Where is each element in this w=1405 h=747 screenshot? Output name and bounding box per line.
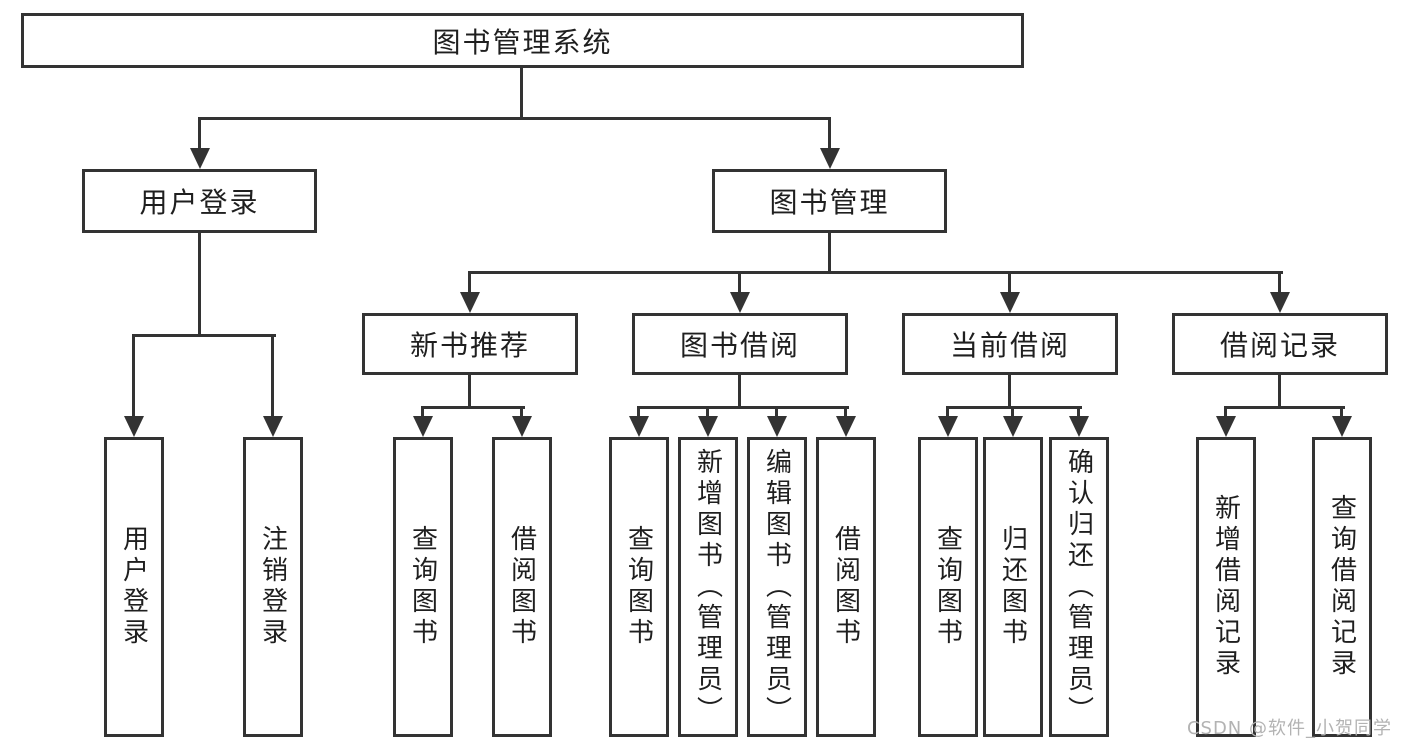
connector-borrow-records-hline: [1224, 406, 1345, 409]
arrow-to-book-borrow: [729, 271, 750, 313]
node-cb-confirm-return-admin-label: 确认归还（管理员）: [1063, 447, 1094, 727]
arrow-to-bb-edit-books: [766, 406, 787, 437]
node-new-book-recommend: 新书推荐: [362, 313, 578, 375]
arrow-to-nb-query-books: [412, 406, 433, 437]
node-br-query-record-label: 查询借阅记录: [1326, 494, 1357, 680]
node-logout: 注销登录: [243, 437, 303, 737]
connector-current-borrow-hline: [946, 406, 1082, 409]
connector-new-book-hline: [421, 406, 525, 409]
node-br-add-record-label: 新增借阅记录: [1210, 494, 1241, 680]
node-nb-query-books: 查询图书: [393, 437, 453, 737]
node-borrow-records: 借阅记录: [1172, 313, 1388, 375]
node-bb-edit-books-admin: 编辑图书（管理员）: [747, 437, 807, 737]
arrow-to-bb-add-books: [697, 406, 718, 437]
node-login-label: 用户登录: [118, 525, 149, 649]
node-current-borrow: 当前借阅: [902, 313, 1118, 375]
arrow-to-bb-borrow-books: [835, 406, 856, 437]
connector-book-management-vline: [828, 233, 831, 274]
connector-borrow-records-vline: [1278, 375, 1281, 409]
node-bb-borrow-books: 借阅图书: [816, 437, 876, 737]
node-nb-borrow-books-label: 借阅图书: [506, 525, 537, 649]
node-bb-add-books-admin-label: 新增图书（管理员）: [692, 447, 723, 727]
node-cb-return-books: 归还图书: [983, 437, 1043, 737]
node-cb-confirm-return-admin: 确认归还（管理员）: [1049, 437, 1109, 737]
arrow-to-cb-return-books: [1002, 406, 1023, 437]
node-new-book-recommend-label: 新书推荐: [409, 329, 530, 362]
node-nb-borrow-books: 借阅图书: [492, 437, 552, 737]
arrow-to-current-borrow: [999, 271, 1020, 313]
node-br-query-record: 查询借阅记录: [1312, 437, 1372, 737]
node-bb-add-books-admin: 新增图书（管理员）: [678, 437, 738, 737]
node-user-login: 用户登录: [82, 169, 317, 233]
connector-root-hline: [198, 117, 831, 120]
arrow-to-new-book-recommend: [459, 271, 480, 313]
node-bb-query-books: 查询图书: [609, 437, 669, 737]
arrow-to-login: [123, 334, 144, 437]
node-br-add-record: 新增借阅记录: [1196, 437, 1256, 737]
arrow-to-logout: [262, 334, 283, 437]
node-logout-label: 注销登录: [257, 525, 288, 649]
node-user-login-label: 用户登录: [139, 186, 260, 219]
arrow-to-br-add-record: [1215, 406, 1236, 437]
connector-new-book-vline: [468, 375, 471, 409]
node-book-borrow-label: 图书借阅: [679, 329, 800, 362]
arrow-to-cb-query-books: [937, 406, 958, 437]
arrow-to-bb-query-books: [628, 406, 649, 437]
arrow-to-cb-confirm-return: [1068, 406, 1089, 437]
node-current-borrow-label: 当前借阅: [949, 329, 1070, 362]
node-bb-edit-books-admin-label: 编辑图书（管理员）: [761, 447, 792, 727]
arrow-to-book-management: [819, 117, 840, 169]
node-book-borrow: 图书借阅: [632, 313, 848, 375]
node-root: 图书管理系统: [21, 13, 1024, 68]
node-bb-query-books-label: 查询图书: [623, 525, 654, 649]
connector-book-borrow-hline: [637, 406, 849, 409]
arrow-to-br-query-record: [1331, 406, 1352, 437]
node-book-management: 图书管理: [712, 169, 947, 233]
node-nb-query-books-label: 查询图书: [407, 525, 438, 649]
node-book-management-label: 图书管理: [769, 186, 890, 219]
node-login: 用户登录: [104, 437, 164, 737]
connector-user-login-hline: [132, 334, 276, 337]
node-cb-query-books-label: 查询图书: [932, 525, 963, 649]
node-borrow-records-label: 借阅记录: [1219, 329, 1340, 362]
connector-user-login-vline: [198, 233, 201, 337]
connector-root-vline: [520, 68, 523, 120]
connector-current-borrow-vline: [1008, 375, 1011, 409]
node-cb-query-books: 查询图书: [918, 437, 978, 737]
watermark: CSDN @软件_小贺同学: [1186, 718, 1392, 739]
node-root-label: 图书管理系统: [432, 25, 613, 59]
connector-book-borrow-vline: [738, 375, 741, 409]
connector-book-management-hline: [468, 271, 1283, 274]
arrow-to-user-login: [189, 117, 210, 169]
arrow-to-borrow-records: [1269, 271, 1290, 313]
arrow-to-nb-borrow-books: [511, 406, 532, 437]
node-cb-return-books-label: 归还图书: [997, 525, 1028, 649]
node-bb-borrow-books-label: 借阅图书: [830, 525, 861, 649]
